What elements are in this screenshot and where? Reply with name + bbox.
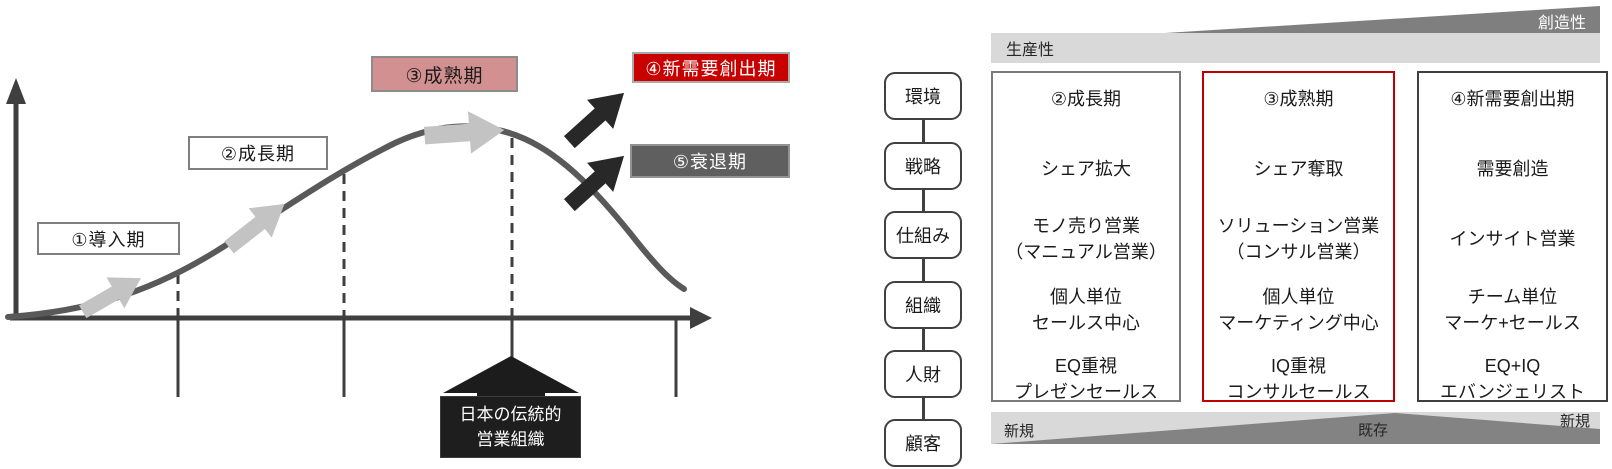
productivity-axis-label: 生産性 [1006,42,1055,59]
productivity-bar: 生産性 [991,33,1600,63]
row-label-environment: 環境 [884,72,962,120]
customer-right-label: 新規 [1560,413,1591,430]
cell-text: マーケティング中心 [1218,313,1379,333]
creativity-wedge [1165,6,1600,34]
cell-strategy: シェア拡大 [993,147,1179,191]
column-header-text: ④新需要創出期 [1450,89,1575,109]
column-header: ②成長期 [993,79,1179,119]
cell-organization: チーム単位 マーケ+セールス [1419,282,1606,338]
cell-text: 個人単位 [1262,287,1335,307]
column-new-demand: ④新需要創出期 需要創造 インサイト営業 チーム単位 マーケ+セールス EQ+I… [1417,71,1608,402]
row-label-organization: 組織 [884,281,962,329]
growth-arrow-icon [79,277,141,319]
column-header-text: ③成熟期 [1263,89,1334,109]
column-header-text: ②成長期 [1050,89,1122,109]
cell-text: （マニュアル営業） [1005,242,1167,262]
stage-label-text: ③成熟期 [405,65,484,87]
cell-talent: IQ重視 コンサルセールス [1204,351,1393,407]
lifecycle-curve [5,123,687,320]
row-label-text: 仕組み [896,226,950,246]
row-connector-line [922,398,925,419]
column-header: ④新需要創出期 [1419,79,1606,119]
cell-text: エバンジェリスト [1440,382,1585,402]
customer-left-label: 新規 [1004,423,1035,440]
row-connector-line [922,190,925,211]
cell-text: チーム単位 [1467,287,1558,307]
row-label-text: 組織 [905,296,941,316]
stage-label-decline: ⑤衰退期 [630,144,790,178]
row-label-talent: 人財 [884,350,962,398]
row-label-strategy: 戦略 [884,142,962,190]
lifecycle-chart: ①導入期 ②成長期 ③成熟期 ④新需要創出期 ⑤衰退期 日本の伝統的 営業組織 [0,0,800,469]
growth-arrow-icon [224,203,285,254]
stage-label-text: ⑤衰退期 [672,152,748,172]
customer-middle-label: 既存 [1358,422,1389,439]
lifecycle-curve-svg [5,78,712,407]
creativity-axis-label: 創造性 [1538,15,1587,32]
cell-text: モノ売り営業 [1032,216,1140,236]
row-label-text: 戦略 [905,157,941,177]
up-arrow-icon [443,356,579,407]
cell-organization: 個人単位 セールス中心 [993,282,1179,338]
annotation-line1: 日本の伝統的 [459,404,562,424]
row-label-customer: 顧客 [884,419,962,467]
cell-mechanism: インサイト営業 [1419,211,1606,267]
annotation-line2: 営業組織 [476,430,545,449]
cell-strategy: 需要創造 [1419,147,1606,191]
y-axis-arrowhead-icon [6,78,26,104]
customer-wedge [991,413,1600,444]
cell-text: インサイト営業 [1449,229,1576,249]
cell-text: マーケ+セールス [1444,313,1581,333]
stage-label-text: ②成長期 [220,144,296,164]
row-connector-line [922,120,925,142]
creativity-wedge-svg [1165,6,1600,34]
cell-text: セールス中心 [1032,313,1140,333]
stage-label-new-demand: ④新需要創出期 [632,52,790,83]
cell-text: コンサルセールス [1226,382,1371,402]
comparison-panel: 創造性 生産性 環境 戦略 仕組み 組織 人財 顧客 [806,0,1612,469]
cell-mechanism: ソリューション営業 （コンサル営業） [1204,211,1393,267]
traditional-sales-org-box: 日本の伝統的 営業組織 [440,396,581,458]
cell-text: シェア奪取 [1253,159,1344,179]
stage-label-text: ①導入期 [71,229,146,250]
cell-text: 個人単位 [1050,287,1122,307]
column-header: ③成熟期 [1204,79,1393,119]
row-label-mechanism: 仕組み [884,211,962,259]
column-growth: ②成長期 シェア拡大 モノ売り営業 （マニュアル営業） 個人単位 セールス中心 … [991,71,1181,402]
breakout-arrow-icon [563,155,625,212]
stage-label-maturity: ③成熟期 [371,56,518,92]
cell-text: プレゼンセールス [1014,382,1158,402]
row-label-text: 環境 [905,87,941,107]
row-label-text: 人財 [905,365,941,385]
cell-talent: EQ重視 プレゼンセールス [993,351,1179,407]
cell-text: シェア拡大 [1041,159,1131,179]
stage-label-growth: ②成長期 [188,136,328,170]
cell-talent: EQ+IQ エバンジェリスト [1419,351,1606,407]
cell-text: EQ+IQ [1484,356,1541,376]
cell-strategy: シェア奪取 [1204,147,1393,191]
cell-text: IQ重視 [1270,356,1326,376]
row-connector-line [922,329,925,350]
growth-arrow-icon [423,111,505,154]
stage-label-introduction: ①導入期 [37,222,180,255]
cell-text: 需要創造 [1476,159,1549,179]
row-connector-line [922,259,925,281]
column-maturity: ③成熟期 シェア奪取 ソリューション営業 （コンサル営業） 個人単位 マーケティ… [1202,71,1395,402]
cell-mechanism: モノ売り営業 （マニュアル営業） [993,211,1179,267]
cell-text: （コンサル営業） [1226,242,1371,262]
x-axis-arrowhead-icon [690,307,712,329]
breakout-arrow-icon [563,92,625,149]
stage-label-text: ④新需要創出期 [645,58,777,79]
customer-wedge-svg [991,413,1600,444]
cell-text: EQ重視 [1054,356,1117,376]
row-label-text: 顧客 [905,434,941,454]
cell-text: ソリューション営業 [1217,216,1380,236]
cell-organization: 個人単位 マーケティング中心 [1204,282,1393,338]
